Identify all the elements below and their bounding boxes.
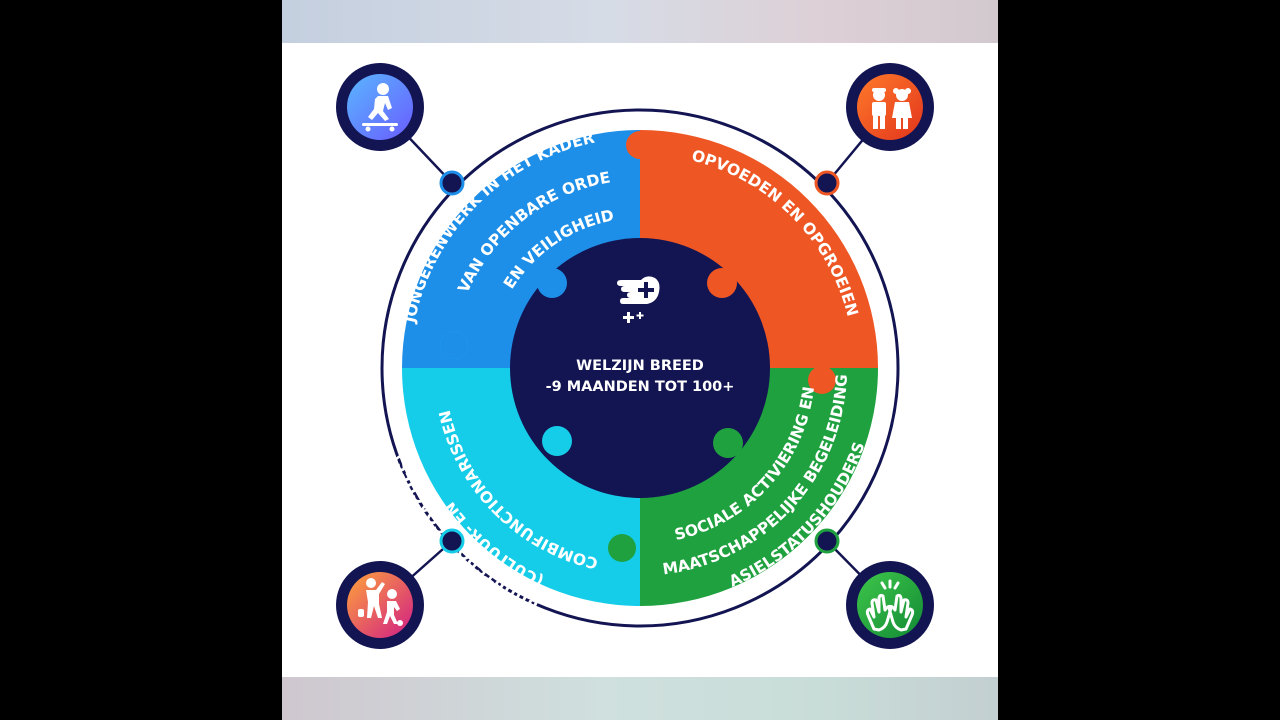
- high-five-icon: [865, 579, 915, 632]
- junction-dot-br: [814, 528, 840, 554]
- junction-dot-tl: [439, 170, 465, 196]
- outer-ring: [380, 108, 900, 628]
- skateboarder-icon: [362, 83, 398, 132]
- infographic-canvas: WELZIJN BREED -9 MAANDEN TOT 100+ JONGER…: [282, 43, 998, 677]
- corner-icon-top-left: [336, 63, 424, 151]
- center-tab-tr: [707, 268, 737, 298]
- center-circle: [510, 238, 770, 498]
- top-gradient-band: [282, 0, 998, 43]
- center-tab-tl: [537, 268, 567, 298]
- bottom-gradient-band: [282, 677, 998, 720]
- corner-icon-bottom-right: [846, 561, 934, 649]
- junction-dot-tr: [814, 170, 840, 196]
- center-tab-bl: [542, 426, 572, 456]
- puzzle-tab-top: [626, 131, 654, 159]
- corner-icon-top-right: [846, 63, 934, 151]
- corner-icon-bottom-left: [336, 561, 424, 649]
- junction-dot-bl: [439, 528, 465, 554]
- center-title-line1: WELZIJN BREED: [576, 358, 704, 374]
- puzzle-tab-right: [808, 366, 836, 394]
- sport-coaches-icon: [358, 578, 403, 626]
- helping-hand-plus-icon: [617, 276, 660, 323]
- image-frame: WELZIJN BREED -9 MAANDEN TOT 100+ JONGER…: [282, 0, 998, 720]
- children-icon: [872, 88, 912, 129]
- center-tab-br: [713, 428, 743, 458]
- puzzle-diagram: WELZIJN BREED -9 MAANDEN TOT 100+ JONGER…: [336, 63, 934, 649]
- center-title-line2: -9 MAANDEN TOT 100+: [546, 379, 735, 395]
- puzzle-tab-bottom: [608, 534, 636, 562]
